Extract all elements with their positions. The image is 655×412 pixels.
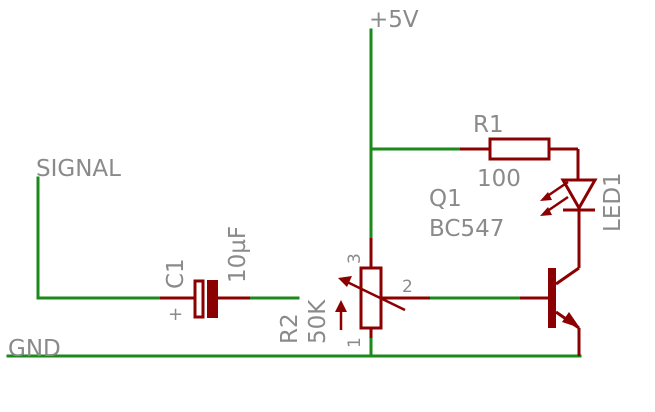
signal-label: SIGNAL [36, 156, 121, 182]
led1-ref-label: LED1 [600, 172, 626, 232]
r2-value-label: 50K [305, 299, 331, 344]
r1-ref-label: R1 [473, 112, 504, 138]
r2-pin-2-label: 2 [402, 277, 413, 297]
c1-capacitor [160, 279, 250, 319]
wires [6, 28, 582, 358]
q1-value-label: BC547 [429, 216, 504, 242]
r1-value-label: 100 [477, 166, 521, 192]
supply-label: +5V [369, 7, 419, 33]
led1-diode [540, 149, 598, 268]
q1-transistor [520, 266, 581, 356]
labels: +5V GND SIGNAL R1 100 Q1 BC547 LED1 C1 1… [8, 7, 626, 362]
q1-ref-label: Q1 [429, 186, 462, 212]
ground-label: GND [8, 336, 61, 362]
c1-polarity-mark: + [168, 304, 183, 325]
c1-value-label: 10µF [225, 226, 251, 283]
c1-ref-label: C1 [163, 258, 189, 289]
r2-pin-3-label: 3 [345, 253, 365, 264]
r1-resistor [460, 137, 578, 161]
r2-potentiometer [335, 238, 430, 338]
r2-ref-label: R2 [277, 313, 303, 344]
r2-pin-1-label: 1 [345, 337, 365, 348]
